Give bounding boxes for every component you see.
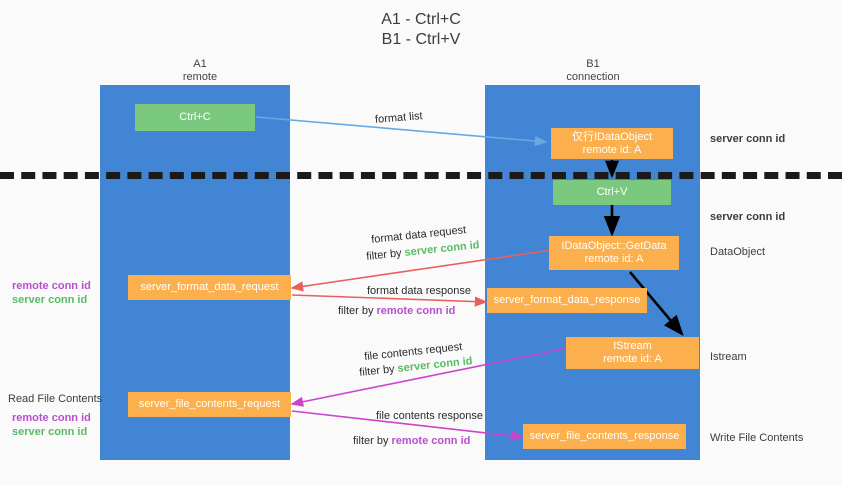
lane-header-a1: A1 remote (140, 58, 260, 84)
edge-label-format-data-response-filter: filter by remote conn id (338, 304, 455, 318)
node-idataobject-sub: remote id: A (582, 143, 642, 156)
note-dataobject: DataObject (710, 246, 766, 258)
edge-label-file-contents-response: file contents response (376, 410, 484, 422)
note-write-file-contents: Write File Contents (710, 432, 804, 444)
note-server-conn-id-top: server conn id (710, 133, 786, 145)
lane-b1-name: B1 (586, 58, 600, 70)
phase-divider (0, 172, 842, 179)
note-istream: Istream (710, 351, 747, 363)
arrow-file-contents-response (291, 410, 524, 441)
filter-prefix: filter by (338, 305, 377, 317)
filter-prefix: filter by (353, 435, 392, 447)
arrow-file-contents-request (290, 347, 569, 407)
note-server-conn-id-second: server conn id (710, 211, 786, 223)
node-istream-label: IStream (613, 340, 652, 352)
note-low-conn-ids: remote conn id server conn id (12, 411, 91, 439)
node-ctrl-v-label: Ctrl+V (596, 186, 628, 198)
note-mid-server-conn-id: server conn id (12, 294, 88, 306)
note-low-remote-conn-id: remote conn id (12, 412, 91, 424)
node-ctrl-v[interactable]: Ctrl+V (553, 180, 671, 205)
arrow-getdata-to-istream (629, 271, 684, 336)
title-line-1: A1 - Ctrl+C (381, 11, 461, 28)
edge-label-format-data-response: format data response (367, 285, 471, 297)
node-server-file-contents-response[interactable]: server_file_contents_response (523, 424, 686, 449)
note-read-file-contents: Read File Contents (8, 393, 103, 405)
node-server-format-data-request-label: server_format_data_request (140, 281, 279, 293)
node-server-format-data-response[interactable]: server_format_data_response (487, 288, 647, 313)
node-getdata-sub: remote id: A (584, 253, 644, 265)
node-server-file-contents-request-label: server_file_contents_request (138, 398, 281, 410)
filter-key-remote-conn-id: remote conn id (391, 435, 471, 447)
node-server-format-data-response-label: server_format_data_response (493, 294, 641, 306)
node-server-format-data-request[interactable]: server_format_data_request (128, 275, 291, 300)
lane-header-b1: B1 connection (533, 58, 653, 84)
arrow-format-data-response (291, 294, 488, 307)
node-getdata[interactable]: IDataObject::GetData remote id: A (549, 236, 679, 270)
node-server-file-contents-response-label: server_file_contents_response (529, 430, 680, 442)
arrow-format-data-request (290, 249, 553, 292)
note-mid-remote-conn-id: remote conn id (12, 280, 91, 292)
node-istream-sub: remote id: A (603, 353, 662, 365)
diagram-title: A1 - Ctrl+C B1 - Ctrl+V (0, 10, 842, 50)
arrow-format-list (255, 116, 548, 147)
node-server-file-contents-request[interactable]: server_file_contents_request (128, 392, 291, 417)
node-ctrl-c[interactable]: Ctrl+C (135, 104, 255, 131)
title-line-2: B1 - Ctrl+V (381, 31, 461, 48)
lane-a1-name: A1 (193, 58, 207, 70)
lane-b1-sub: connection (566, 71, 620, 83)
node-idataobject[interactable]: 仅行IDataObject remote id: A (551, 128, 673, 159)
filter-key-remote-conn-id: remote conn id (376, 305, 456, 317)
node-ctrl-c-label: Ctrl+C (179, 111, 211, 123)
node-istream[interactable]: IStream remote id: A (566, 337, 699, 369)
note-mid-conn-ids: remote conn id server conn id (12, 279, 91, 307)
lane-a1-sub: remote (182, 71, 218, 83)
note-low-server-conn-id: server conn id (12, 426, 88, 438)
node-idataobject-label: 仅行IDataObject (571, 130, 653, 143)
node-getdata-label: IDataObject::GetData (561, 240, 667, 252)
edge-label-file-contents-response-filter: filter by remote conn id (353, 434, 470, 448)
